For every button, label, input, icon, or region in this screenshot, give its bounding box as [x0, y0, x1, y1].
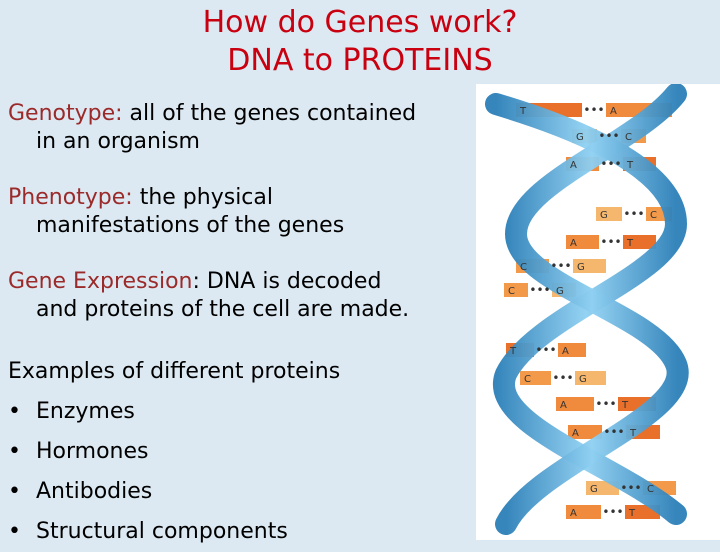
definition-genotype-text-2: in an organism — [36, 129, 200, 154]
base-bar — [556, 397, 594, 411]
hydrogen-bond: ••• — [550, 259, 571, 273]
base-label: C — [647, 484, 654, 495]
hydrogen-bond: ••• — [552, 371, 573, 385]
base-label: G — [556, 286, 564, 297]
base-label: A — [610, 106, 617, 117]
base-bar — [558, 343, 586, 357]
base-bar — [568, 425, 602, 439]
list-item: Hormones — [8, 432, 340, 472]
hydrogen-bond: ••• — [623, 207, 644, 221]
list-item: Structural components — [8, 512, 340, 552]
base-label: G — [600, 210, 608, 221]
base-label: T — [519, 106, 527, 117]
definition-gene-expression: Gene Expression: DNA is decoded and prot… — [8, 268, 409, 324]
base-label: T — [509, 346, 517, 357]
title-line-2: DNA to PROTEINS — [227, 43, 493, 78]
base-bar — [566, 505, 601, 519]
term-genotype: Genotype: — [8, 101, 123, 126]
slide-title: How do Genes work? DNA to PROTEINS — [110, 4, 610, 80]
examples-list: Enzymes Hormones Antibodies Structural c… — [8, 392, 340, 552]
base-bar — [504, 283, 528, 297]
base-label: C — [520, 262, 527, 273]
base-label: G — [577, 262, 585, 273]
definition-gene-expression-text-1: : DNA is decoded — [192, 269, 382, 294]
base-label: A — [562, 346, 569, 357]
base-label: A — [570, 508, 577, 519]
base-label: C — [650, 210, 657, 221]
base-bar — [575, 371, 606, 385]
hydrogen-bond: ••• — [535, 343, 556, 357]
definition-genotype-text-1: all of the genes contained — [122, 101, 417, 126]
term-phenotype: Phenotype: — [8, 185, 133, 210]
title-line-1: How do Genes work? — [202, 5, 518, 40]
base-label: G — [590, 484, 598, 495]
base-bar — [520, 371, 551, 385]
definition-phenotype-text-2: manifestations of the genes — [36, 213, 345, 238]
base-label: T — [621, 400, 629, 411]
hydrogen-bond: ••• — [600, 235, 621, 249]
base-bar — [596, 207, 622, 221]
base-bar — [573, 259, 606, 273]
examples-section: Examples of different proteins Enzymes H… — [8, 352, 340, 552]
list-item: Antibodies — [8, 472, 340, 512]
base-label: A — [570, 238, 577, 249]
base-label: T — [626, 238, 634, 249]
hydrogen-bond: ••• — [620, 481, 641, 495]
base-bar — [623, 235, 656, 249]
base-label: T — [629, 428, 637, 439]
definition-gene-expression-text-2: and proteins of the cell are made. — [36, 297, 410, 322]
hydrogen-bond: ••• — [529, 283, 550, 297]
definition-genotype: Genotype: all of the genes contained in … — [8, 100, 416, 156]
hydrogen-bond: ••• — [598, 129, 619, 143]
base-label: A — [572, 428, 579, 439]
base-bar — [566, 235, 599, 249]
hydrogen-bond: ••• — [595, 397, 616, 411]
list-item: Enzymes — [8, 392, 340, 432]
term-gene-expression: Gene Expression — [8, 269, 193, 294]
base-label: C — [508, 286, 515, 297]
base-label: G — [576, 132, 584, 143]
definition-phenotype: Phenotype: the physical manifestations o… — [8, 184, 344, 240]
hydrogen-bond: ••• — [602, 505, 623, 519]
hydrogen-bond: ••• — [600, 157, 621, 171]
hydrogen-bond: ••• — [583, 103, 604, 117]
examples-heading: Examples of different proteins — [8, 359, 341, 384]
definition-phenotype-text-1: the physical — [132, 185, 274, 210]
base-label: T — [626, 160, 634, 171]
base-label: A — [560, 400, 567, 411]
base-label: T — [628, 508, 636, 519]
hydrogen-bond: ••• — [603, 425, 624, 439]
base-label: A — [570, 160, 577, 171]
base-label: G — [579, 374, 587, 385]
base-label: C — [625, 132, 632, 143]
base-label: C — [524, 374, 531, 385]
